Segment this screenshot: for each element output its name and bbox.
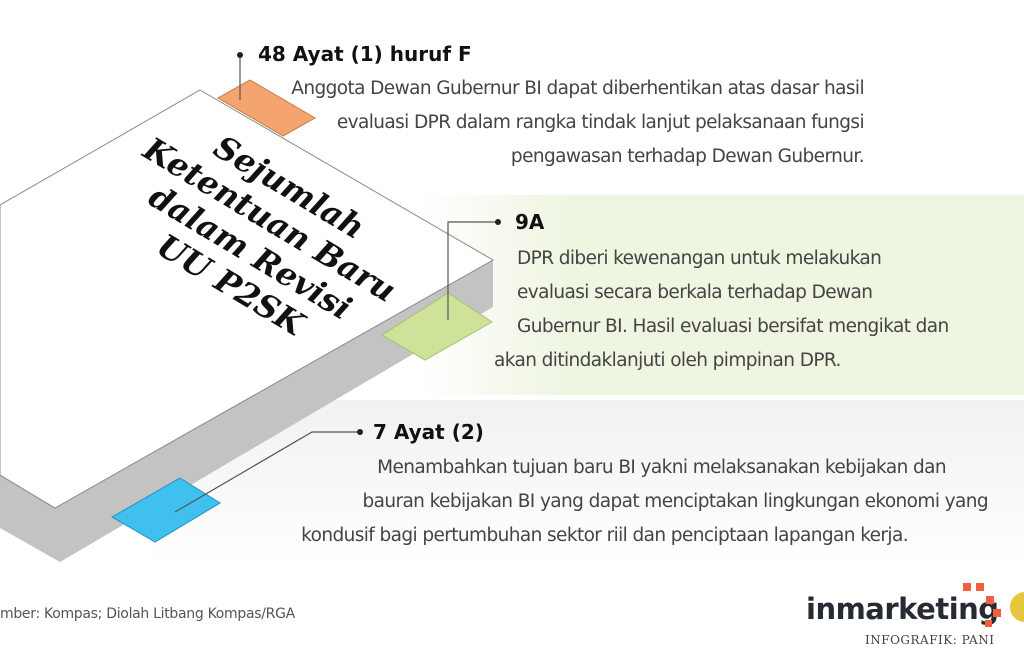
desc-line: evaluasi secara berkala terhadap Dewan <box>517 282 873 303</box>
highlight-panel-9a <box>420 195 1024 395</box>
logo-text: inmarketing <box>806 592 999 626</box>
item-heading-9a: 9A <box>515 210 545 234</box>
desc-line: evaluasi DPR dalam rangka tindak lanjut … <box>336 112 865 133</box>
marker-48 <box>216 79 317 137</box>
item-heading-7: 7 Ayat (2) <box>373 420 484 444</box>
item-heading-48: 48 Ayat (1) huruf F <box>258 42 472 66</box>
desc-line: Menambahkan tujuan baru BI yakni melaksa… <box>377 457 947 478</box>
marker-7 <box>111 477 221 543</box>
source-note: mber: Kompas; Diolah Litbang Kompas/RGA <box>0 606 295 622</box>
desc-line: pengawasan terhadap Dewan Gubernur. <box>510 146 865 167</box>
inmarketing-logo: inmarketing <box>806 592 999 626</box>
connector-9a <box>447 221 498 320</box>
item-desc-7: Menambahkan tujuan baru BI yakni melaksa… <box>301 451 988 553</box>
desc-line: akan ditindaklanjuti oleh pimpinan DPR. <box>494 350 841 371</box>
connector-7 <box>174 431 360 513</box>
desc-line: DPR diberi kewenangan untuk melakukan <box>517 248 882 269</box>
block-side <box>0 260 493 562</box>
highlight-panel-7 <box>150 400 1024 565</box>
block-top <box>0 89 495 509</box>
item-desc-9a: DPR diberi kewenangan untuk melakukan ev… <box>494 242 1024 378</box>
desc-line: Gubernur BI. Hasil evaluasi bersifat men… <box>517 316 949 337</box>
marker-9a <box>381 292 493 361</box>
desc-line: kondusif bagi pertumbuhan sektor riil da… <box>301 525 908 546</box>
infographic-credit: INFOGRAFIK: PANI <box>865 633 995 647</box>
desc-line: bauran kebijakan BI yang dapat menciptak… <box>362 491 988 512</box>
desc-line: Anggota Dewan Gubernur BI dapat diberhen… <box>291 78 864 99</box>
connector-dot <box>357 429 363 435</box>
item-desc-48: Anggota Dewan Gubernur BI dapat diberhen… <box>291 72 864 174</box>
connector-dot <box>495 219 501 225</box>
connector-dot <box>237 52 243 58</box>
